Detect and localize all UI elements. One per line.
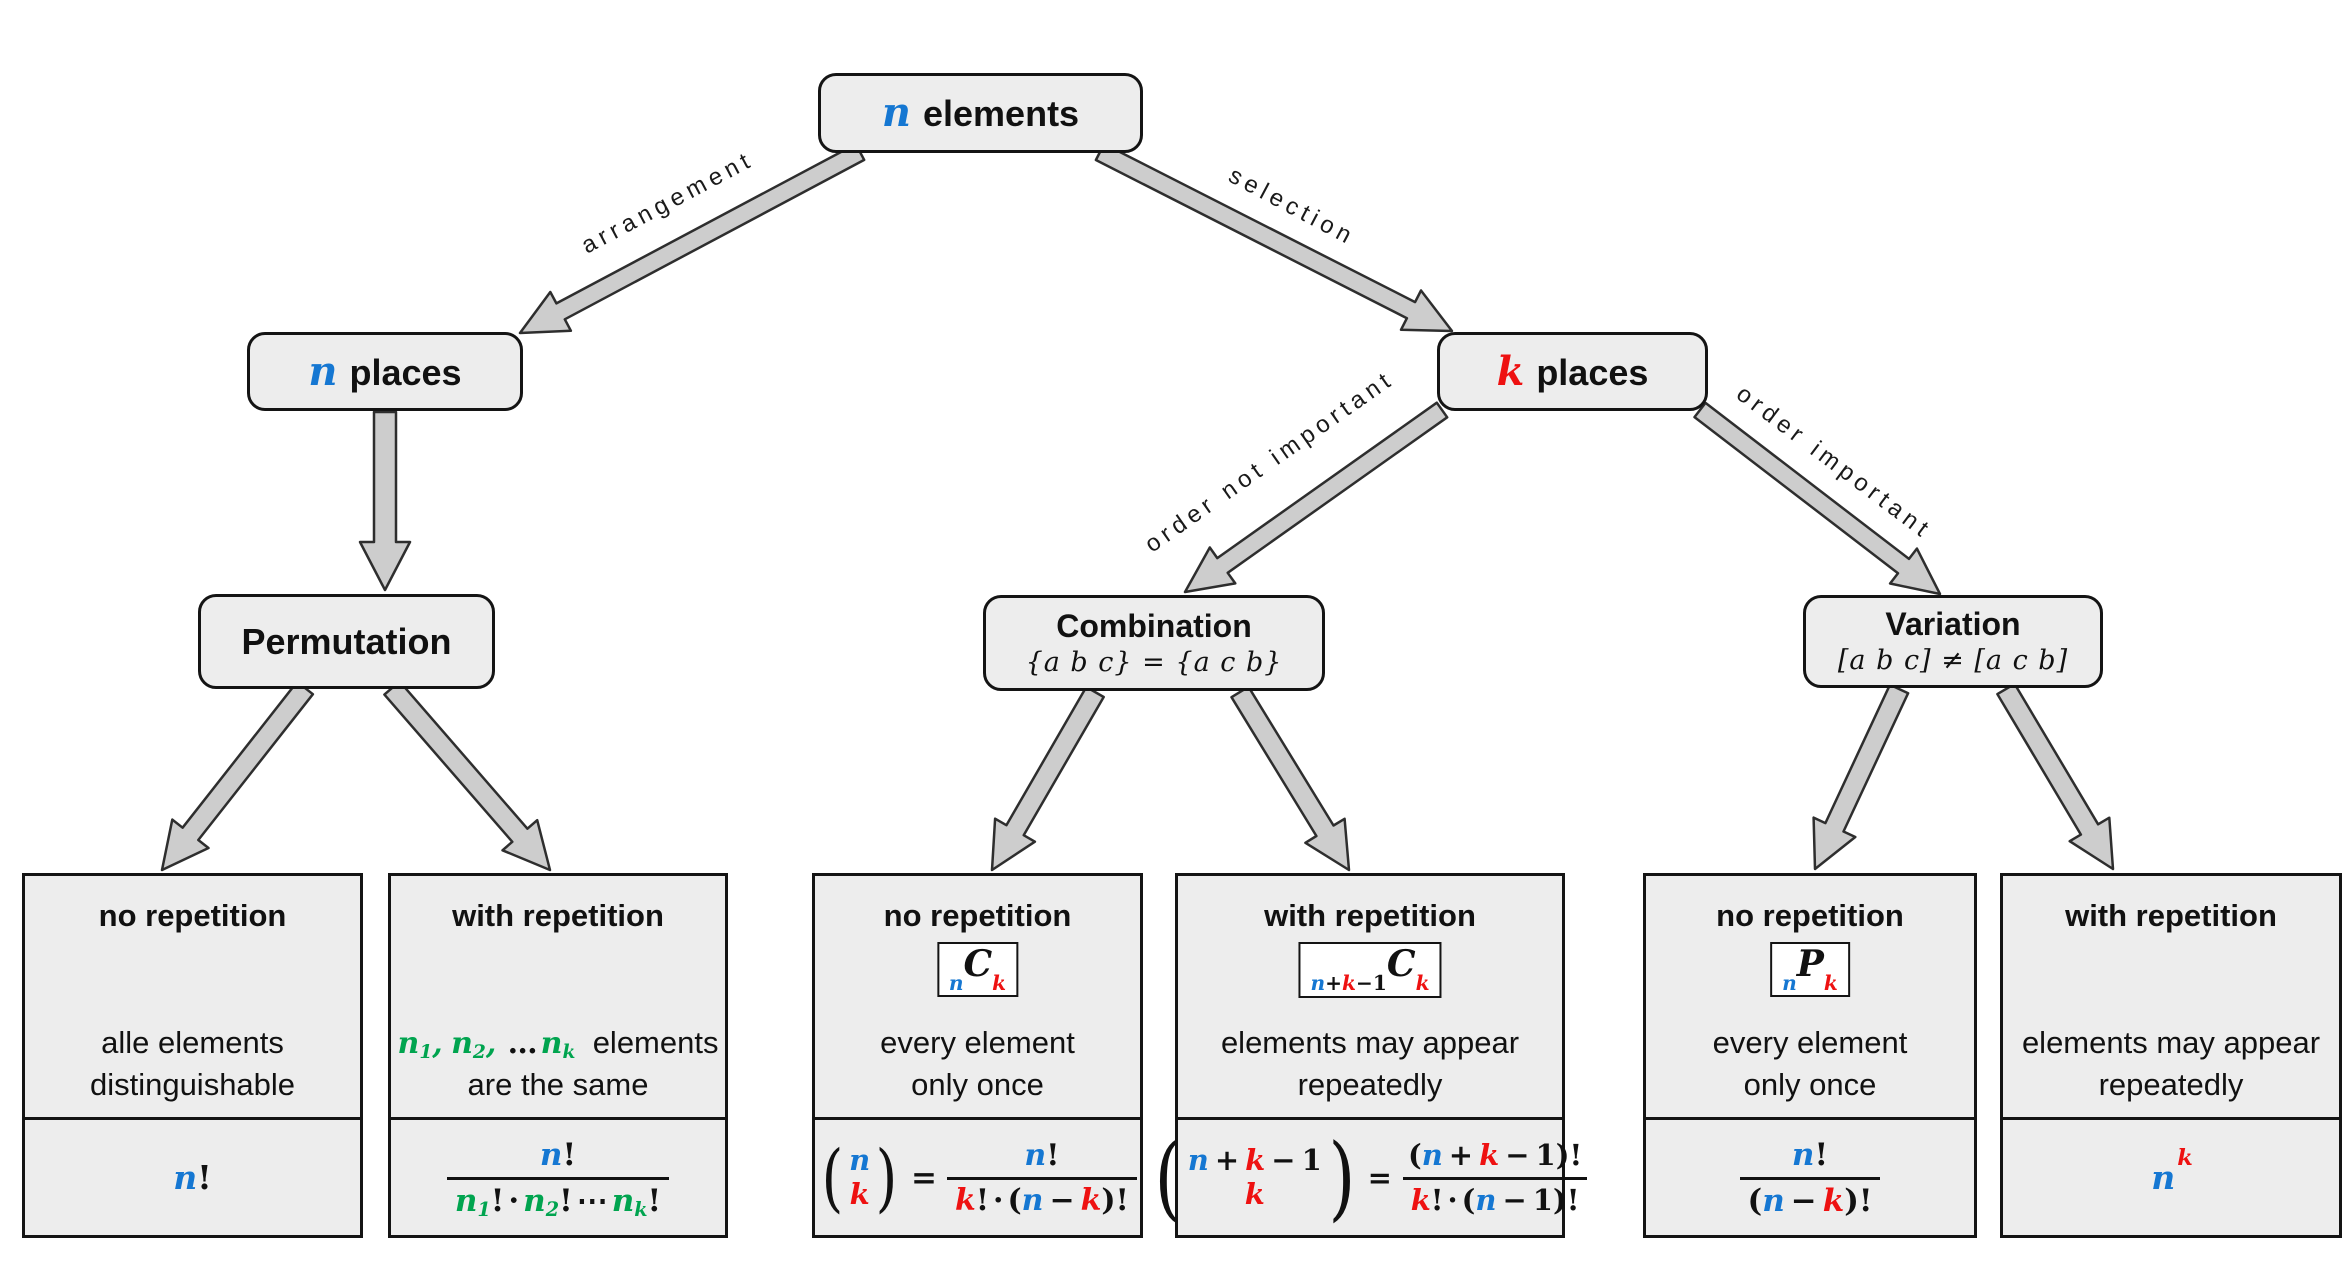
permutation-node: Permutation [198,594,495,689]
leaf-combination-with-repetition: with repetition n+k−1Ck elements may app… [1154,873,1588,1238]
edge-variation-to-no-rep-arrow [1812,683,1910,871]
combination-node: Combination {a b c} = {a c b} [983,595,1325,691]
variation-title: Variation [1885,606,2021,643]
leaf-permutation-no-repetition: no repetition alle elements distinguisha… [22,873,363,1238]
k-places-label: places [1536,351,1649,393]
leaf-title: no repetition [98,898,287,933]
leaf-title: no repetition [1716,898,1904,933]
root-node-text: n elements [882,91,1079,135]
permutation-title: Permutation [241,620,452,662]
leaf-description: every element only once [1712,1025,1908,1102]
badge-n-plus-k-minus-1-Ck: n+k−1Ck [1298,942,1442,999]
combination-title: Combination [1056,607,1252,644]
leaf-description-section: no repetition nCk every element only onc… [815,876,1140,1117]
leaf-combination-no-repetition: no repetition nCk every element only onc… [812,873,1143,1238]
formula-n-factorial: n! [25,1117,360,1235]
leaf-description: every element only once [880,1025,1075,1102]
n-variable: n [881,89,911,136]
badge-nCk: nCk [936,942,1019,998]
leaf-description: alle elements distinguishable [89,1025,296,1102]
leaf-description: n1, n2, …nk elements are the same [397,1025,719,1103]
leaf-description-section: no repetition nPk every element only onc… [1646,876,1974,1117]
leaf-description-section: with repetition n+k−1Ck elements may app… [1178,876,1562,1117]
leaf-title: with repetition [2065,898,2277,933]
edge-arrangement-arrow [518,142,866,335]
leaf-permutation-with-repetition: with repetition n1, n2, …nk elements are… [388,873,728,1238]
root-node-n-elements: n elements [818,73,1143,153]
variation-subtitle: [a b c] ≠ [a c b] [1837,645,2069,677]
root-node-label: elements [923,93,1080,134]
edge-permutation-to-no-rep-arrow [160,680,315,872]
edge-combination-to-no-rep-arrow [990,685,1105,872]
edge-order-not-important-arrow [1183,401,1449,594]
n-places-label: places [349,351,462,393]
formula-n-factorial-over-n-minus-k-factorial: n! (n−k)! [1646,1117,1974,1235]
edge-n-places-to-permutation-arrow [358,410,412,592]
edge-order-important-arrow [1693,401,1942,596]
formula-n-factorial-over-group-factorials: n! n1!·n2!⋯nk! [391,1117,725,1235]
leaf-description-section: with repetition n1, n2, …nk elements are… [391,876,725,1117]
badge-nPk: nPk [1770,942,1850,998]
leaf-description-section: with repetition elements may appear repe… [2003,876,2339,1117]
leaf-title: with repetition [1264,898,1476,933]
leaf-title: no repetition [883,898,1072,933]
n-variable: n [308,347,338,395]
leaf-variation-with-repetition: with repetition elements may appear repe… [2000,873,2342,1238]
k-variable: k [1496,347,1525,395]
leaf-description: elements may appear repeatedly [1220,1025,1520,1102]
leaf-description-section: no repetition alle elements distinguisha… [25,876,360,1117]
edge-combination-to-with-rep-arrow [1230,685,1351,872]
combination-subtitle: {a b c} = {a c b} [1025,646,1283,678]
leaf-description: elements may appear repeatedly [2021,1025,2321,1102]
edge-variation-to-with-rep-arrow [1996,682,2115,871]
formula-n-to-the-k: nk [2003,1117,2339,1235]
edge-permutation-to-with-rep-arrow [383,680,552,872]
leaf-title: with repetition [452,898,664,933]
leaf-variation-no-repetition: no repetition nPk every element only onc… [1643,873,1977,1238]
variation-node: Variation [a b c] ≠ [a c b] [1803,595,2103,688]
edge-selection-arrow [1094,142,1454,333]
